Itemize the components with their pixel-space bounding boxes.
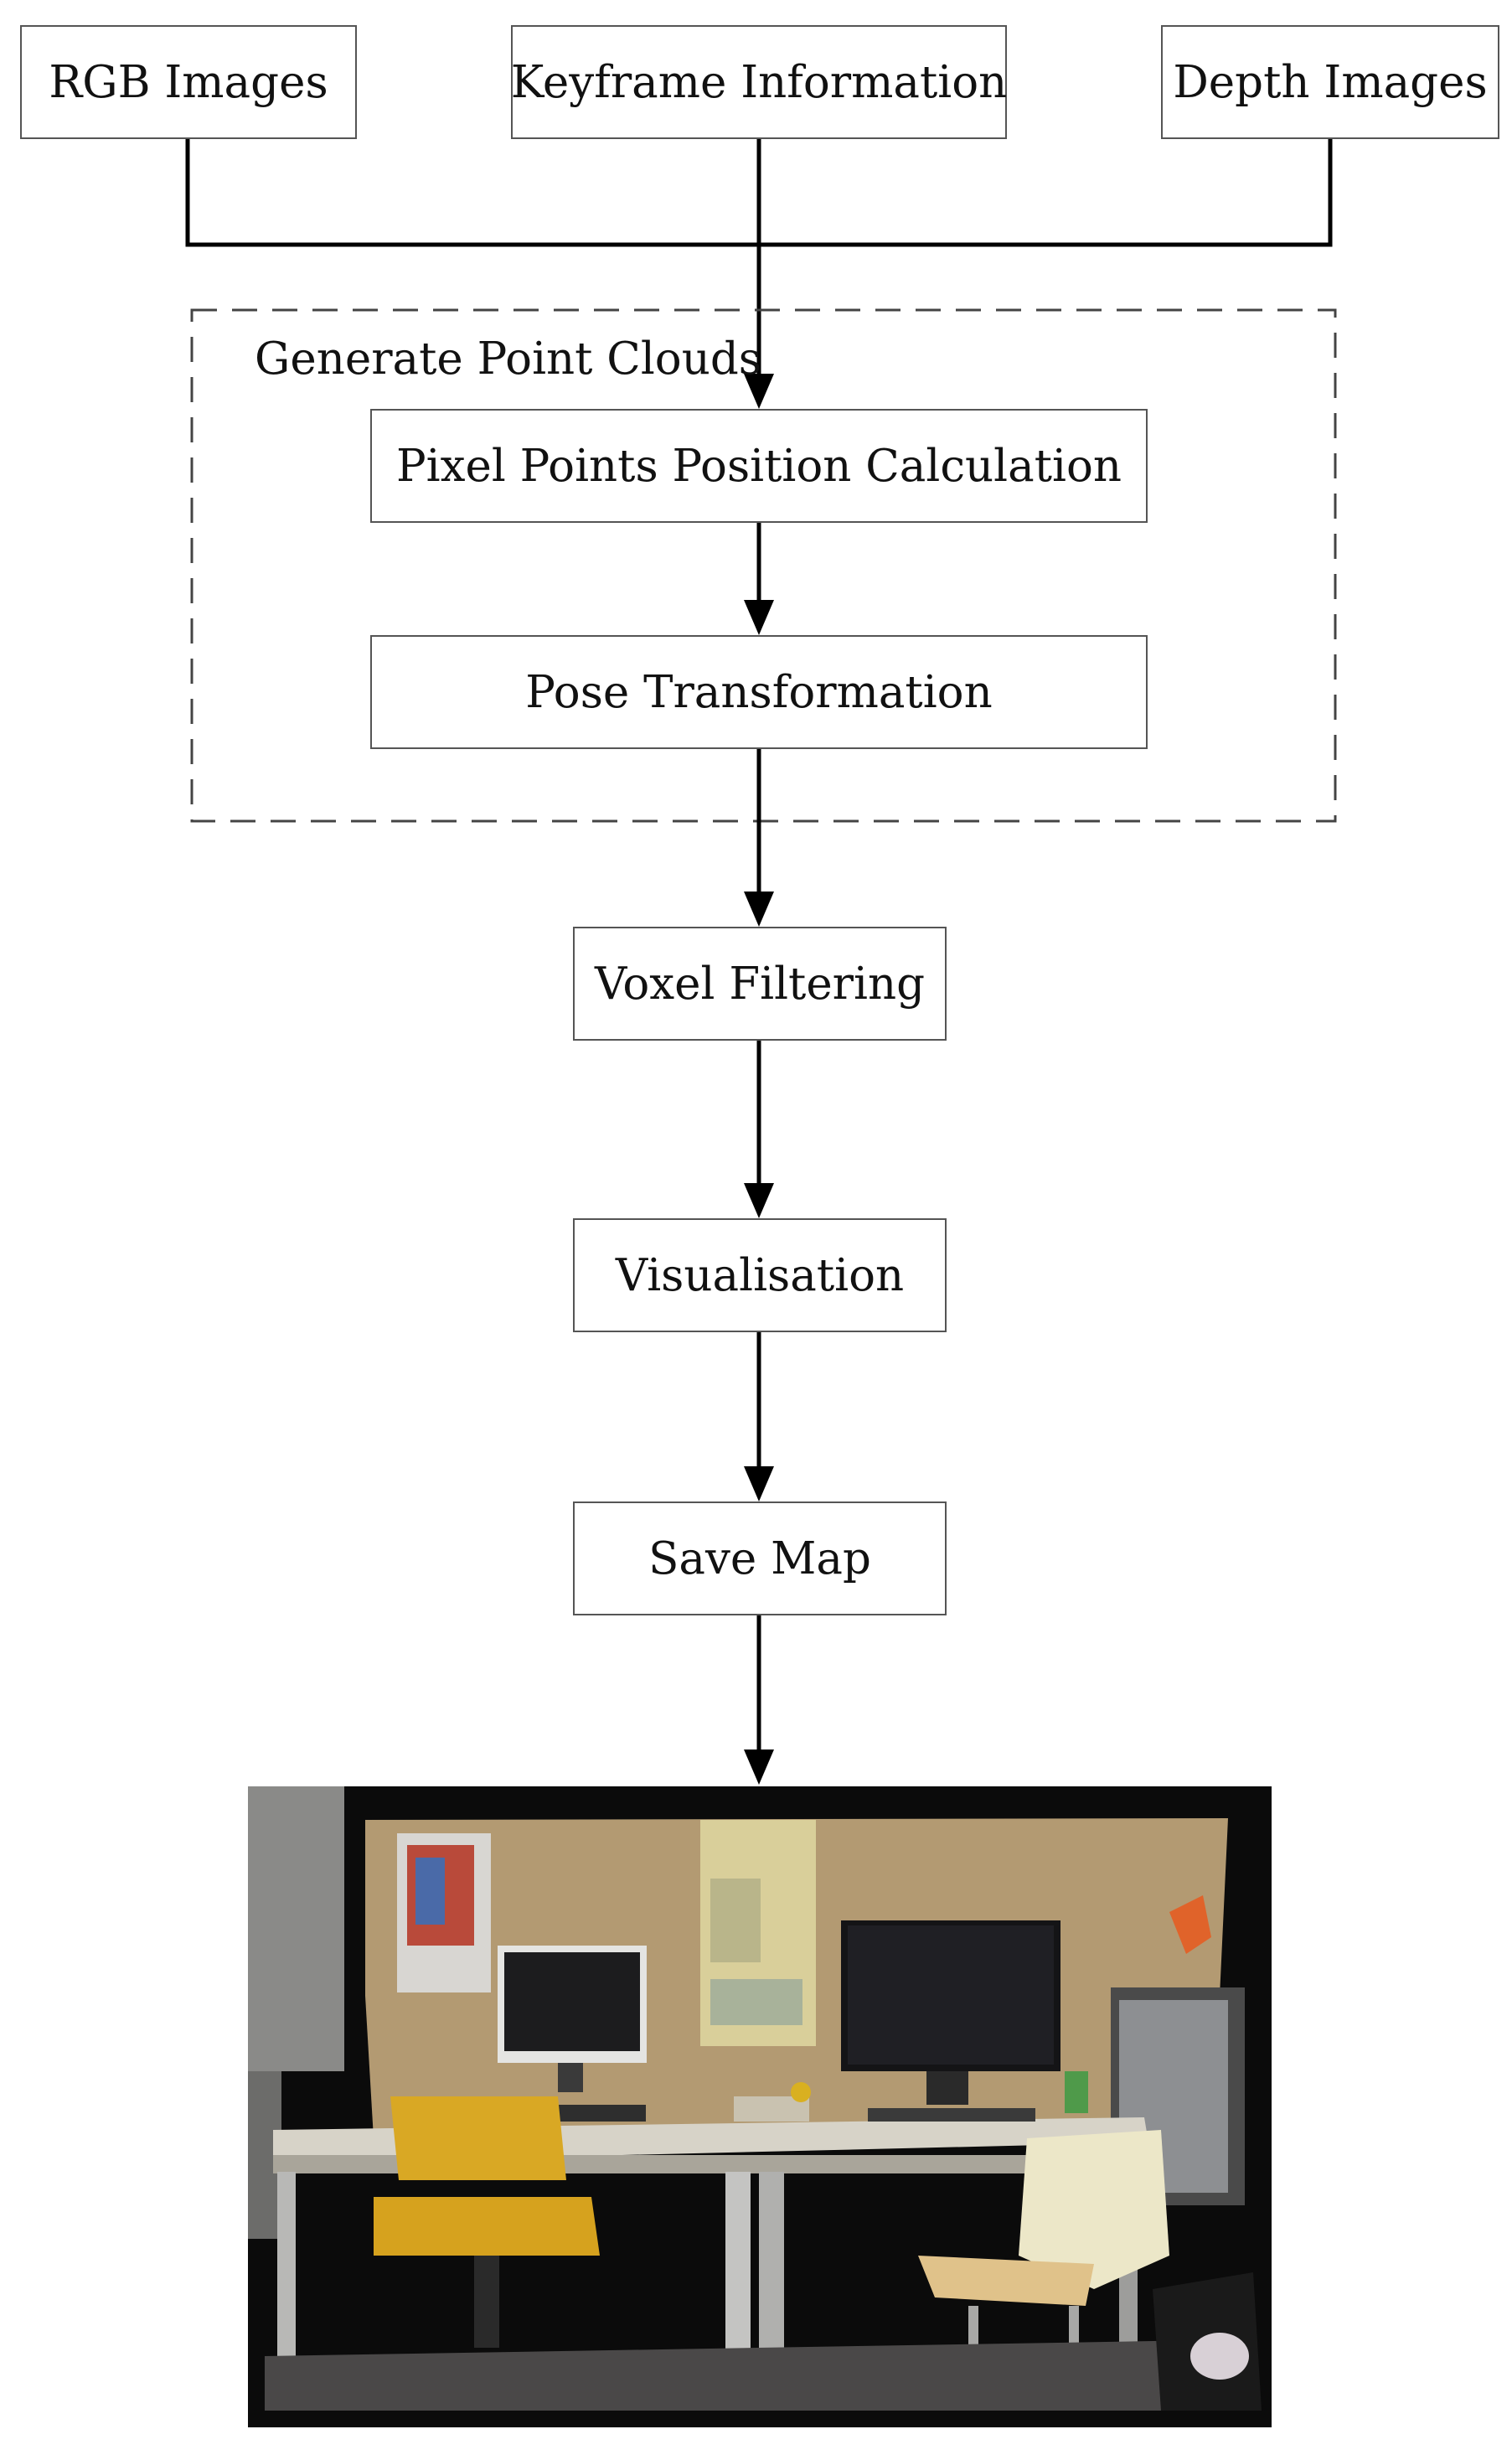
depth-images-label: Depth Images [1173, 56, 1488, 108]
voxel-filtering-label: Voxel Filtering [594, 958, 926, 1010]
depth-connector [759, 137, 1333, 247]
keyframe-information-label: Keyframe Information [510, 56, 1008, 108]
arrow-to-save-map [744, 1466, 774, 1501]
arrow-to-voxel [744, 892, 774, 927]
arrow-to-visualisation [744, 1183, 774, 1218]
generate-point-clouds-label: Generate Point Clouds [255, 333, 761, 385]
pixel-points-position-label: Pixel Points Position Calculation [396, 440, 1122, 492]
rgb-connector [185, 137, 759, 247]
office-desk-point-cloud-map [248, 1786, 1272, 2427]
keyframe-information-box: Keyframe Information [511, 25, 1007, 139]
arrow-to-pixel-points [744, 374, 774, 409]
generate-point-clouds-group [190, 308, 1337, 823]
save-map-box: Save Map [573, 1501, 947, 1615]
rgb-images-box: RGB Images [20, 25, 357, 139]
visualisation-label: Visualisation [615, 1249, 905, 1301]
pose-transformation-box: Pose Transformation [370, 635, 1148, 749]
rgb-images-label: RGB Images [49, 56, 328, 108]
pose-transformation-label: Pose Transformation [525, 666, 993, 718]
save-map-label: Save Map [648, 1532, 871, 1584]
arrow-to-pose [744, 600, 774, 635]
voxel-filtering-box: Voxel Filtering [573, 927, 947, 1041]
depth-images-box: Depth Images [1161, 25, 1499, 139]
pixel-points-position-box: Pixel Points Position Calculation [370, 409, 1148, 523]
visualisation-box: Visualisation [573, 1218, 947, 1332]
arrow-to-image [744, 1750, 774, 1785]
